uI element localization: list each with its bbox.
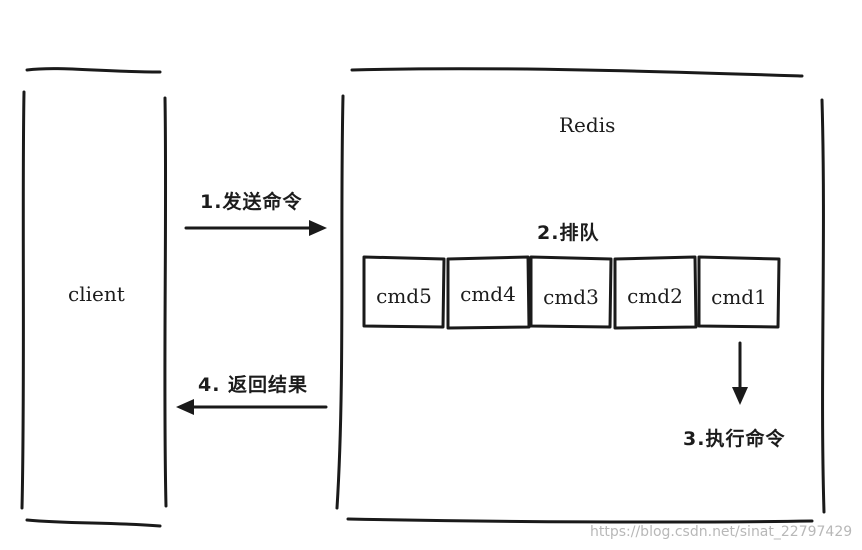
return-arrow <box>176 399 328 415</box>
execute-arrow-head <box>732 387 748 405</box>
client-box-right-edge <box>163 96 168 508</box>
queue-cell-label: cmd4 <box>460 282 516 306</box>
return-arrow-head <box>176 399 194 415</box>
redis-box-left-edge <box>335 94 345 510</box>
queue-cell <box>613 255 698 330</box>
redis-box-right-edge <box>820 98 826 514</box>
send-arrow-head <box>309 220 327 236</box>
client-label: client <box>68 282 125 306</box>
step-send-label: 1.发送命令 <box>200 191 303 213</box>
redis-box-bottom-edge <box>346 517 814 524</box>
step-queue-label: 2.排队 <box>537 222 600 244</box>
client-box <box>20 67 168 528</box>
redis-label: Redis <box>559 113 616 137</box>
queue-cell-label: cmd5 <box>376 284 432 308</box>
client-box-bottom-edge <box>25 518 162 528</box>
queue-cell <box>362 255 446 329</box>
queue-cell <box>529 255 613 329</box>
client-box-top-edge <box>25 67 162 74</box>
client-box-left-edge <box>20 90 26 510</box>
execute-arrow <box>732 341 748 405</box>
command-queue <box>362 255 781 330</box>
queue-cell-label: cmd3 <box>543 285 599 309</box>
queue-cell <box>446 255 531 330</box>
send-arrow <box>184 220 327 236</box>
redis-box-top-edge <box>350 67 804 78</box>
queue-cell-label: cmd1 <box>711 285 767 309</box>
queue-cell-label: cmd2 <box>627 284 683 308</box>
redis-box <box>335 67 826 524</box>
step-return-label: 4. 返回结果 <box>198 374 309 396</box>
step-execute-label: 3.执行命令 <box>683 428 786 450</box>
queue-cell <box>697 255 781 329</box>
watermark-text: https://blog.csdn.net/sinat_22797429 <box>590 524 853 540</box>
